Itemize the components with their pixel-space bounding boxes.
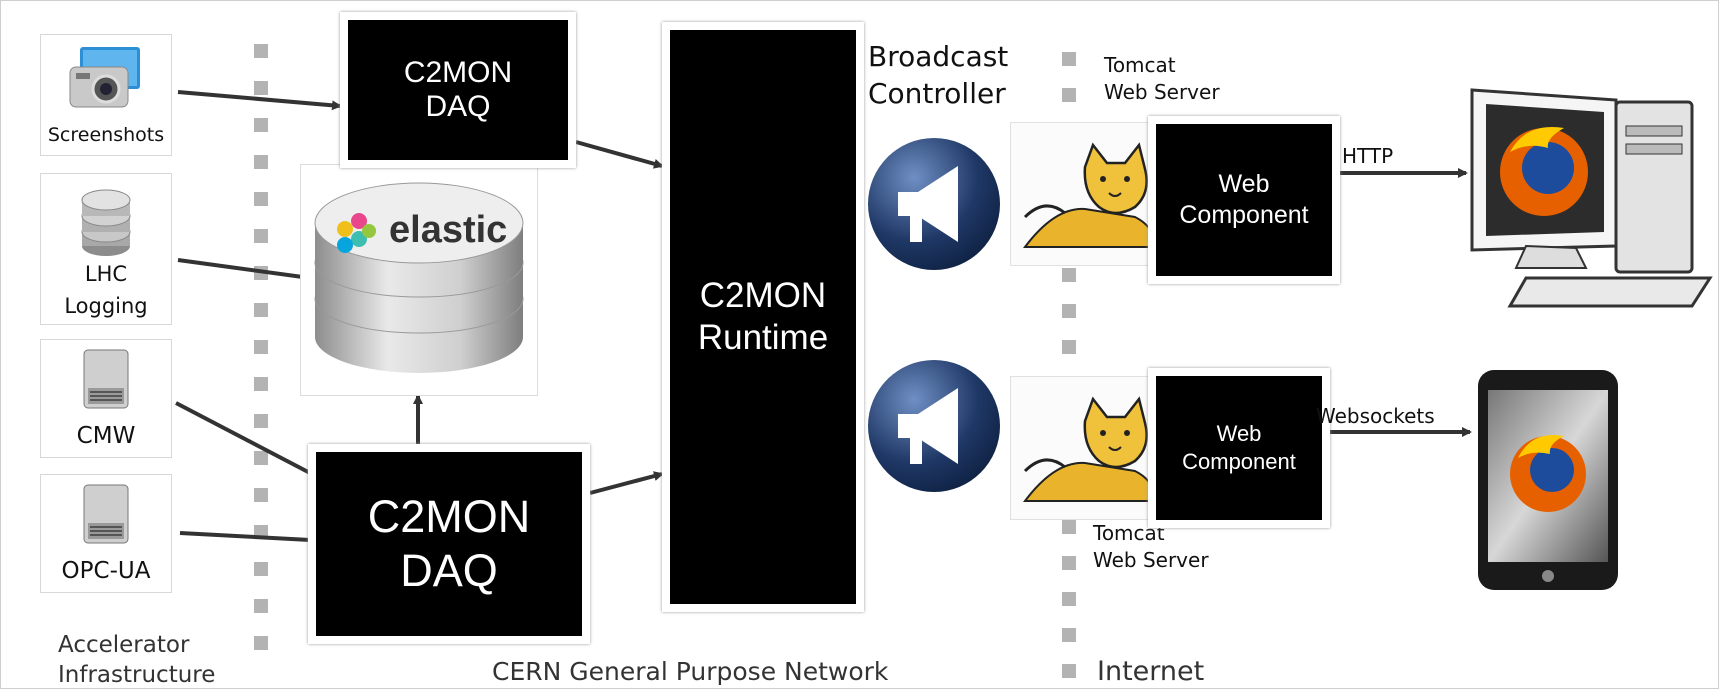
divider-dash — [254, 192, 268, 206]
elastic-logo — [314, 182, 524, 373]
divider-dash — [1062, 88, 1076, 102]
web-component-top-label: Web Component — [1179, 170, 1309, 229]
source-lhc-logging: LHC Logging — [40, 173, 172, 325]
line-cmw-to-daq — [175, 401, 313, 476]
camera-icon — [69, 47, 140, 108]
divider-dash — [1062, 592, 1076, 606]
megaphone-icon — [868, 360, 1000, 492]
zone-label-accelerator: Accelerator Infrastructure — [58, 632, 216, 688]
c2mon-daq-bottom: C2MON DAQ — [308, 444, 590, 644]
c2mon-daq-top-label: C2MON DAQ — [403, 56, 513, 123]
smartphone-icon — [1478, 370, 1618, 590]
c2mon-runtime-label: C2MON Runtime — [697, 276, 829, 357]
divider-dash — [254, 303, 268, 317]
elastic-label: elastic — [389, 209, 508, 251]
tomcat-web-server-label-top: Tomcat Web Server — [1104, 53, 1220, 104]
web-component-top: Web Component — [1148, 116, 1340, 284]
protocol-http-label: HTTP — [1342, 144, 1394, 168]
tomcat-server-bottom — [1010, 376, 1170, 520]
c2mon-runtime: C2MON Runtime — [662, 22, 864, 612]
divider-dash — [1062, 520, 1076, 534]
divider-dash — [1062, 628, 1076, 642]
database-icon — [81, 189, 131, 256]
divider-dash — [254, 81, 268, 95]
divider-dash — [254, 377, 268, 391]
zone-label-internet: Internet — [1097, 656, 1205, 687]
source-label-opc-ua: OPC-UA — [61, 558, 151, 584]
source-label-lhc-logging: LHC Logging — [64, 262, 148, 318]
elastic-database: elastic — [300, 164, 538, 396]
c2mon-daq-bottom-label: C2MON DAQ — [367, 491, 531, 596]
divider-dash — [1062, 556, 1076, 570]
hard-drive-icon — [83, 484, 129, 544]
divider-dash — [254, 562, 268, 576]
divider-dash — [1062, 340, 1076, 354]
web-component-bottom: Web Component — [1148, 368, 1330, 528]
source-opc-ua: OPC-UA — [40, 474, 172, 593]
arrow-logging-to-elastic — [177, 258, 312, 282]
desktop-computer-icon — [1470, 88, 1713, 308]
divider-dash — [1062, 664, 1076, 678]
zone-label-cern: CERN General Purpose Network — [492, 657, 889, 686]
divider-dash — [254, 488, 268, 502]
divider-dash — [254, 340, 268, 354]
tomcat-icon — [1022, 142, 1157, 248]
arrow-daq-bottom-to-runtime — [589, 471, 664, 495]
divider-dash — [254, 414, 268, 428]
divider-dash — [254, 44, 268, 58]
divider-dash — [254, 636, 268, 650]
divider-dash — [254, 155, 268, 169]
broadcast-controller-label: Broadcast Controller — [868, 40, 1009, 110]
divider-dash — [254, 118, 268, 132]
megaphone-icon — [868, 138, 1000, 270]
web-component-bottom-label: Web Component — [1182, 421, 1296, 474]
line-opcua-to-daq — [179, 531, 311, 542]
hard-drive-icon — [83, 349, 129, 409]
divider-dash — [1062, 268, 1076, 282]
divider-dash — [254, 599, 268, 613]
divider-dash — [1062, 304, 1076, 318]
arrow-screenshots-to-daq — [177, 90, 342, 111]
tomcat-server-top — [1010, 122, 1170, 266]
divider-dash — [254, 229, 268, 243]
arrow-daq-top-to-runtime — [575, 140, 664, 169]
tomcat-web-server-label-bottom: Tomcat Web Server — [1093, 521, 1209, 572]
source-screenshots: Screenshots — [40, 34, 172, 156]
divider-dash — [1062, 52, 1076, 66]
source-label-screenshots: Screenshots — [47, 124, 165, 146]
tomcat-icon — [1022, 396, 1157, 502]
source-label-cmw: CMW — [76, 423, 136, 449]
source-cmw: CMW — [40, 339, 172, 458]
protocol-websockets-label: Websockets — [1316, 404, 1435, 428]
c2mon-daq-top: C2MON DAQ — [340, 12, 576, 168]
divider-dash — [254, 451, 268, 465]
